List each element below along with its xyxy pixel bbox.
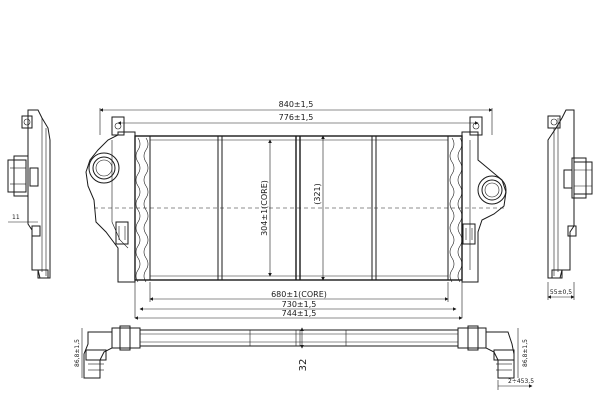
- inner-width-label: 776±1,5: [279, 113, 314, 122]
- width-744-label: 744±1,5: [282, 309, 317, 318]
- side-depth-label: 55±0,5: [550, 289, 572, 296]
- height-321-label: (321): [313, 183, 322, 205]
- overall-width-label: 840±1,5: [279, 100, 314, 109]
- left-side-view: 11: [7, 109, 51, 279]
- pipe-offset-label: 2÷453,5: [508, 378, 534, 385]
- top-view: 86,8±1,5 86,8±1,5 32 2÷453,5: [74, 325, 534, 390]
- core-width-label: 680±1(CORE): [271, 290, 327, 299]
- width-730-label: 730±1,5: [282, 300, 317, 309]
- right-side-view: 55±0,5: [547, 109, 593, 300]
- core-height-label: 304±1(CORE): [260, 180, 269, 236]
- pipe-height-left-label: 86,8±1,5: [74, 339, 81, 367]
- front-view: 840±1,5 776±1,5: [85, 100, 507, 320]
- pipe-height-right-label: 86,8±1,5: [522, 339, 529, 367]
- thickness-label: 32: [298, 359, 309, 372]
- side-offset-label: 11: [12, 214, 20, 221]
